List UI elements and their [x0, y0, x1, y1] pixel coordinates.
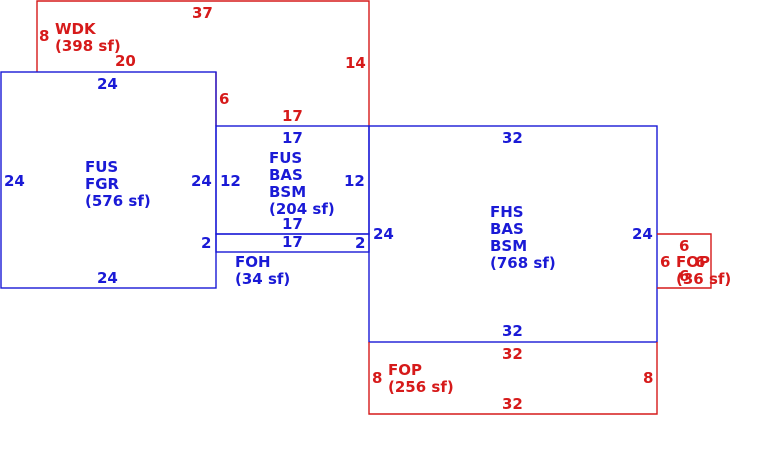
wdk-code: WDK: [55, 20, 97, 38]
foh-dim-left: 2: [201, 234, 211, 252]
fop-small-outline: [657, 233, 712, 289]
fop-bottom-dim-bottom: 32: [502, 395, 523, 413]
wdk-dim-bottom: 20: [115, 52, 136, 70]
fhs-bas-bsm-dim-right: 24: [632, 225, 653, 243]
foh-label: FOH: [235, 253, 271, 271]
fop-small-code: FOP: [676, 253, 710, 271]
fop-bottom-outline: [368, 342, 658, 415]
fus-bas-bsm-dim-top: 17: [282, 129, 303, 147]
foh-dim-right: 2: [355, 234, 365, 252]
fus-fgr-dim-bottom: 24: [97, 269, 118, 287]
fop-small-dim-left: 6: [660, 253, 670, 271]
fop-small-dim-top: 6: [679, 237, 689, 255]
fus-bas-bsm-dim-right: 12: [344, 172, 365, 190]
wdk-outline: [36, 0, 370, 126]
fop-small-area: (36 sf): [676, 270, 731, 288]
fhs-bas-bsm-dim-top: 32: [502, 129, 523, 147]
fus-fgr-label-area: (576 sf): [85, 192, 151, 210]
fus-bas-bsm-dim-top-red: 17: [282, 107, 303, 125]
fus-fgr-dim-right: 24: [191, 172, 212, 190]
wdk-dim-left: 8: [39, 27, 49, 45]
fus-bas-bsm-label-area: (204 sf): [269, 200, 335, 218]
fop-bottom-dim-right: 8: [643, 369, 653, 387]
fus-bas-bsm-label-line3: BSM: [269, 183, 306, 201]
fus-fgr-label-line1: FUS: [85, 158, 118, 176]
fhs-bas-bsm-dim-bottom: 32: [502, 322, 523, 340]
fus-bas-bsm-dim-left: 12: [220, 172, 241, 190]
fop-bottom-dim-top: 32: [502, 345, 523, 363]
fop-bottom-code: FOP: [388, 361, 422, 379]
fus-bas-bsm-dim-bottom: 17: [282, 215, 303, 233]
fop-small-dim-bottom: 6: [679, 267, 689, 285]
fop-bottom-area: (256 sf): [388, 378, 454, 396]
fop-small-dim-right: 6: [695, 253, 705, 271]
fop-bottom-dim-left: 8: [372, 369, 382, 387]
foh-label-area: (34 sf): [235, 270, 290, 288]
fhs-bas-bsm-label-line3: BSM: [490, 237, 527, 255]
fus-fgr-dim-top: 24: [97, 75, 118, 93]
fhs-bas-bsm-label-area: (768 sf): [490, 254, 556, 272]
wdk-dim-right: 14: [345, 54, 366, 72]
foh-dim-top: 17: [282, 233, 303, 251]
fus-bas-bsm-label-line1: FUS: [269, 149, 302, 167]
fus-fgr-dim-left: 24: [4, 172, 25, 190]
fus-fgr-label-line2: FGR: [85, 175, 120, 193]
wdk-area: (398 sf): [55, 37, 121, 55]
wdk-dim-top: 37: [192, 4, 213, 22]
wdk-dim-step: 6: [219, 90, 229, 108]
fhs-bas-bsm-label-line2: BAS: [490, 220, 524, 238]
fus-bas-bsm-label-line2: BAS: [269, 166, 303, 184]
fhs-bas-bsm-label-line1: FHS: [490, 203, 524, 221]
fhs-bas-bsm-dim-left: 24: [373, 225, 394, 243]
